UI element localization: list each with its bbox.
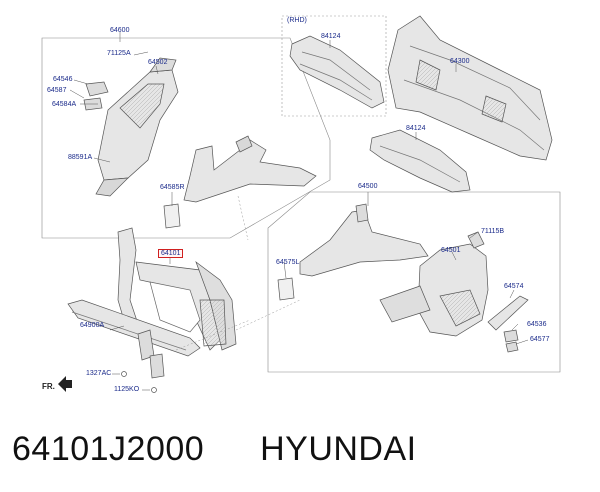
label-64900A: 64900A [80, 322, 105, 329]
label-71125A: 71125A [107, 50, 131, 57]
label-rhd: (RHD) [287, 17, 307, 24]
label-64585R: 64585R [160, 184, 185, 191]
label-64536: 64536 [527, 321, 547, 328]
label-64575L: 64575L [276, 259, 300, 266]
label-64600: 64600 [110, 27, 130, 34]
label-64300: 64300 [450, 58, 470, 65]
label-84124-top: 84124 [321, 33, 341, 40]
dash-panel-part [387, 15, 553, 161]
cowl-panel-part [369, 129, 471, 193]
alignment-lines [175, 195, 301, 351]
part-caption: 64101J2000 HYUNDAI [12, 430, 417, 469]
front-direction-label: FR. [42, 382, 55, 391]
part-number: 64101J2000 [12, 430, 205, 468]
exploded-parts-diagram [41, 15, 561, 393]
group-frame-64500 [267, 191, 561, 373]
bolt-1327AC [121, 371, 127, 377]
label-64577: 64577 [530, 336, 550, 343]
bolt-1125KO [151, 387, 157, 393]
label-64500: 64500 [358, 183, 378, 190]
label-64502: 64502 [148, 59, 168, 66]
lower-apron-part [379, 231, 489, 337]
label-64546: 64546 [53, 76, 73, 83]
side-member-part [163, 135, 317, 229]
label-64501: 64501 [441, 247, 461, 254]
rhd-frame [281, 15, 387, 117]
label-88591A: 88591A [68, 154, 93, 161]
group-frame-64600 [41, 37, 331, 239]
rhd-cowl-panel-part [289, 35, 385, 109]
label-64587: 64587 [47, 87, 67, 94]
bumper-beam-part [67, 299, 201, 379]
label-64574: 64574 [504, 283, 524, 290]
label-64584A: 64584A [52, 101, 77, 108]
label-1327AC: 1327AC [86, 370, 112, 377]
front-direction-arrow-icon [58, 376, 72, 392]
label-71115B: 71115B [481, 228, 505, 235]
brand-name: HYUNDAI [260, 430, 417, 468]
label-1125KO: 1125KO [114, 386, 140, 393]
label-84124-mid: 84124 [406, 125, 426, 132]
label-64101-highlighted: 64101 [158, 249, 184, 258]
front-side-member-part [277, 203, 429, 301]
reinforcement-part [487, 295, 529, 353]
radiator-support-part [117, 227, 237, 351]
fender-apron-part [83, 57, 179, 197]
leader-lines [69, 32, 529, 391]
